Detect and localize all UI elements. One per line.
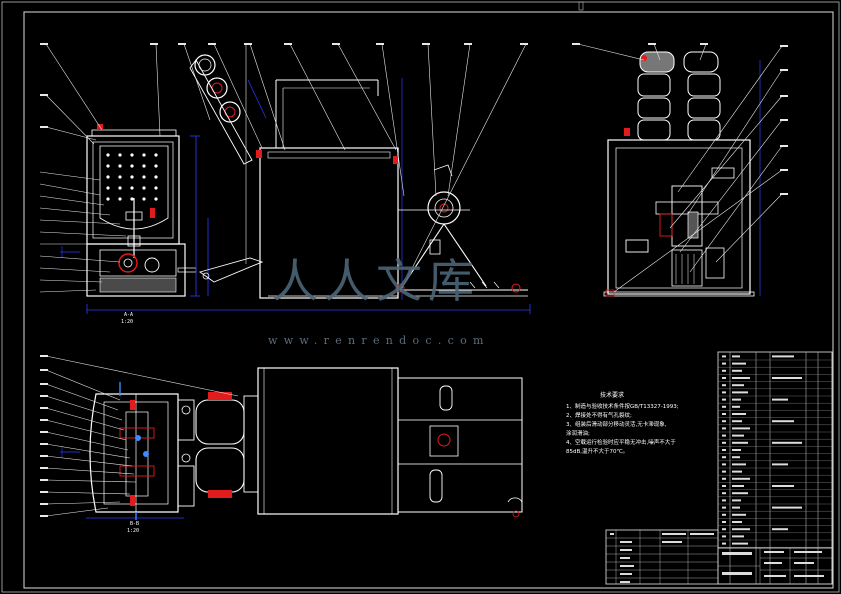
parts-list-rows	[718, 359, 832, 548]
title-block-marks	[610, 533, 824, 583]
leader-lines-top	[39, 43, 527, 293]
drive-wheel-assembly	[395, 164, 528, 297]
requirement-line: 涂润滑油;	[566, 431, 590, 437]
requirement-line: 85dB,温升不大于70℃。	[566, 449, 629, 455]
watermark-url: www.renrendoc.com	[268, 334, 490, 347]
leader-tags-top	[40, 43, 528, 128]
top-section-label: B-B	[130, 521, 140, 527]
top-section-view	[40, 355, 523, 520]
side-scale-label: 1:20	[121, 319, 134, 325]
main-container-side	[256, 78, 403, 300]
watermark-logo: 人人文库	[272, 254, 480, 308]
parts-list-entries	[722, 355, 802, 545]
side-section-view	[60, 124, 531, 314]
end-view	[572, 43, 788, 297]
requirement-line: 1、制造与验收技术条件按GB/T13327-1993;	[566, 404, 679, 410]
requirement-line: 2、焊接处不得有气孔裂纹;	[566, 413, 632, 419]
requirement-line: 3、组装后滑动部分移动灵活,无卡滞现象,	[566, 422, 667, 428]
side-section-label: A-A	[124, 312, 134, 318]
crank-linkage	[189, 54, 267, 283]
technical-requirements-title: 技术要求	[600, 392, 625, 399]
title-block	[605, 529, 833, 585]
requirement-line: 4、空载运行检验时应平稳无冲击,噪声不大于	[566, 440, 676, 446]
top-scale-label: 1:20	[127, 528, 140, 534]
inner-border	[23, 11, 834, 589]
